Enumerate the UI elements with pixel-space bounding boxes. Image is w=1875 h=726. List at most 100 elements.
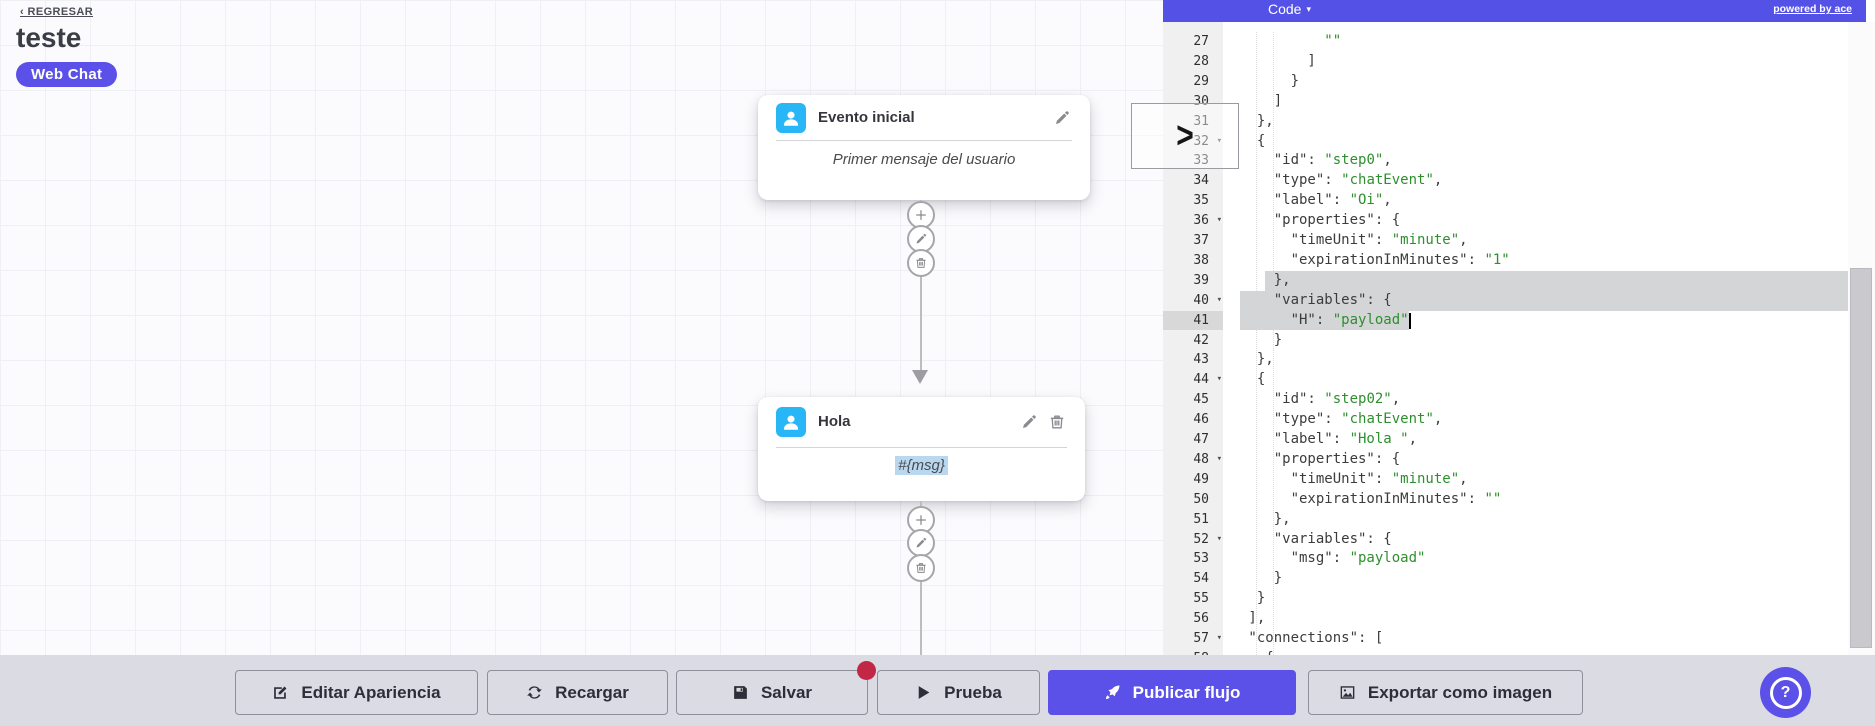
fold-toggle-icon[interactable]: ▾ [1216,294,1222,305]
reload-button[interactable]: Recargar [487,670,668,715]
help-button[interactable]: ? [1760,667,1811,718]
gutter-line-number: 29 [1193,73,1209,89]
edit-appearance-button[interactable]: Editar Apariencia [235,670,478,715]
fold-toggle-icon[interactable]: ▾ [1216,135,1222,146]
editor-mode-dropdown[interactable]: Code▾ [1268,1,1311,17]
gutter-line-number: 27 [1193,34,1209,49]
connector-edit-button[interactable] [907,225,935,253]
delete-node-icon[interactable] [1049,414,1065,430]
gutter-line-number: 43 [1193,352,1209,368]
node-title: Evento inicial [818,108,915,126]
question-mark-icon: ? [1769,676,1802,709]
gutter-line-number: 42 [1193,332,1209,348]
button-label: Prueba [944,682,1002,702]
fold-toggle-icon[interactable]: ▾ [1216,453,1222,464]
code-line: "expirationInMinutes": "1" [1240,251,1510,268]
flow-node-evento-inicial[interactable]: Evento inicial Primer mensaje del usuari… [758,95,1090,200]
gutter-line-number: 56 [1193,611,1209,627]
gutter-line-number: 40▾ [1163,291,1223,311]
publish-flow-button[interactable]: Publicar flujo [1048,670,1296,715]
gutter-line-number: 28 [1193,53,1209,69]
refresh-icon [526,684,543,701]
flow-node-hola[interactable]: Hola #{msg} [758,397,1085,501]
indent-guide [1273,32,1274,655]
fold-toggle-icon[interactable]: ▾ [1216,374,1222,385]
button-label: Exportar como imagen [1367,682,1553,702]
gutter-line-number: 39 [1193,272,1209,288]
connector-delete-button[interactable] [907,249,935,277]
edit-node-icon[interactable] [1054,110,1070,126]
code-line: { [1240,649,1848,655]
save-button[interactable]: Salvar [676,670,868,715]
code-line: "label": "Oi", [1240,192,1392,209]
indent-guide [1256,32,1257,655]
code-line: } [1240,72,1300,89]
powered-by-ace-link[interactable]: powered by ace [1773,3,1852,15]
back-link[interactable]: ‹ REGRESAR [20,6,94,18]
selection-highlight [1240,310,1409,331]
gutter-line-number: 41 [1163,310,1223,331]
code-line: "type": "chatEvent", [1240,172,1443,189]
node-title: Hola [818,413,851,430]
gutter-line-number: 52▾ [1163,530,1223,550]
gutter-line-number: 47 [1193,432,1209,447]
image-icon [1339,684,1356,701]
code-line: ], [1240,610,1266,627]
code-line: { [1240,132,1266,149]
code-line: }, [1240,270,1848,291]
selection-highlight [1240,290,1848,311]
fold-toggle-icon[interactable]: ▾ [1216,533,1222,544]
gutter-line-number: 45 [1193,392,1209,408]
gutter-line-number: 34 [1193,173,1209,189]
editor-scrollbar-thumb[interactable] [1850,268,1872,648]
editor-header-bar: Code▾ powered by ace [1163,0,1866,22]
gutter-line-number: 48▾ [1163,450,1223,470]
chevron-right-icon: > [1176,114,1194,156]
node-body: #{msg} [758,456,1085,475]
text-cursor [1408,312,1411,329]
code-line: }, [1240,351,1274,368]
panel-collapse-handle[interactable]: > [1131,103,1239,169]
bottom-toolbar: Editar Apariencia Recargar Salvar Prueba Pub… [0,655,1875,726]
code-line: "" [1324,33,1342,49]
test-button[interactable]: Prueba [877,670,1040,715]
code-line: "timeUnit": "minute", [1240,232,1468,248]
code-line: "label": "Hola ", [1240,431,1418,447]
gutter-line-number: 54 [1193,571,1209,587]
gutter-line-number: 46 [1193,412,1209,428]
gutter-line-number: 36▾ [1163,211,1223,231]
connector-delete-button[interactable] [907,554,935,582]
export-image-button[interactable]: Exportar como imagen [1308,670,1583,715]
gutter-line-number: 49 [1193,471,1209,487]
editor-scrollbar[interactable] [1848,22,1875,655]
code-line: "expirationInMinutes": "" [1240,490,1502,507]
connector-edit-button[interactable] [907,529,935,557]
code-line: ] [1240,52,1316,69]
gutter-line-number: 37 [1193,233,1209,248]
selection-highlight [1265,270,1848,291]
gutter-line-number: 33 [1193,153,1209,169]
code-line: "variables": { [1240,290,1848,311]
edit-square-icon [272,684,289,701]
code-line: "id": "step02", [1240,391,1401,408]
fold-toggle-icon[interactable]: ▾ [1216,633,1222,643]
code-line: "type": "chatEvent", [1240,411,1443,428]
gutter-line-number: 53 [1193,551,1209,567]
code-line: }, [1240,112,1274,129]
gutter-line-number: 50 [1193,491,1209,507]
connector-line [920,200,922,370]
flow-title: teste [16,22,82,53]
code-line: "properties": { [1240,212,1401,229]
edit-node-icon[interactable] [1021,414,1037,430]
flow-canvas[interactable]: ‹ REGRESAR teste Web Chat Evento inicial… [0,0,1163,655]
editor-code-area[interactable]: "" ] } ] }, { "id": "step0", "type": "ch… [1223,22,1848,655]
editor-mode-label: Code [1268,1,1302,17]
gutter-line-number: 32▾ [1163,132,1223,152]
channel-badge: Web Chat [16,62,118,87]
fold-toggle-icon[interactable]: ▾ [1216,215,1222,226]
gutter-line-number: 31 [1193,113,1209,129]
button-label: Recargar [555,682,629,702]
gutter-line-number: 57▾ [1163,629,1223,649]
code-line: "id": "step0", [1240,152,1392,169]
